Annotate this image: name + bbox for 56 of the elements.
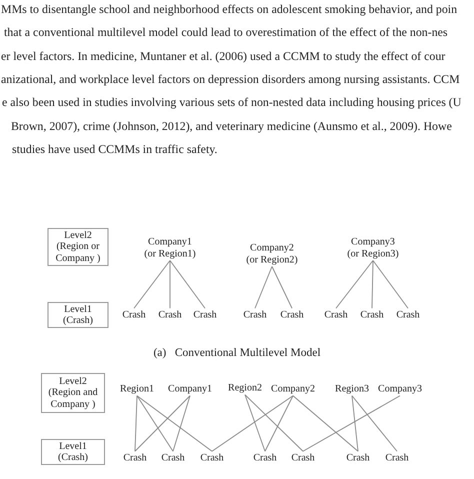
node-label: Company1 — [168, 383, 212, 395]
paragraph-line: that a conventional multilevel model could lead to overestimation of the effect of the non-nes — [4, 25, 448, 40]
level-box: Level2 (Region and Company ) — [41, 373, 105, 413]
node-label: Crash — [193, 309, 217, 321]
paragraph-line: e also been used in studies involving various sets of non-nested data including housing prices (U — [2, 95, 462, 110]
node-label: Company2 (or Region2) — [244, 242, 300, 266]
paragraph-line: studies have used CCMMs in traffic safety. — [12, 142, 218, 157]
level-box: Level1 (Crash) — [48, 302, 108, 328]
connector-line — [172, 395, 190, 452]
node-label: Crash — [253, 452, 277, 464]
connector-line — [264, 395, 294, 452]
connector-line — [372, 260, 374, 309]
node-label: Region2 — [228, 382, 262, 394]
node-label: Region3 — [335, 383, 369, 395]
node-label: Crash — [360, 309, 384, 321]
level-box: Level1 (Crash) — [41, 439, 105, 465]
connector-line — [254, 266, 272, 309]
node-label: Company1 (or Region1) — [142, 236, 198, 260]
paragraph-line: er level factors. In medicine, Muntaner et al. (2006) used a CCMM to study the effect of cour — [1, 49, 446, 64]
node-label: Company3 — [378, 383, 422, 395]
connector-line — [292, 395, 358, 452]
paragraph-line: MMs to disentangle school and neighborhood effects on adolescent smoking behavior, and poin — [1, 2, 458, 17]
connector-line — [212, 395, 294, 452]
connector-line — [272, 266, 292, 309]
node-label: Crash — [385, 452, 409, 464]
connector-line — [336, 260, 374, 309]
connector-line — [352, 395, 398, 452]
node-label: Crash — [280, 309, 304, 321]
node-label: Crash — [161, 452, 185, 464]
connector-line — [136, 395, 212, 452]
connector-line — [372, 260, 408, 309]
node-label: Region1 — [120, 383, 154, 395]
node-label: Crash — [243, 309, 267, 321]
connector-line — [136, 395, 174, 452]
node-label: Company3 (or Region3) — [345, 236, 401, 260]
connector-line — [244, 394, 304, 452]
connector-line — [134, 395, 138, 452]
node-label: Crash — [396, 309, 420, 321]
connector-line — [244, 394, 266, 452]
connector-line — [170, 260, 206, 309]
paragraph-line: anizational, and workplace level factors on depression disorders among nursing assistants. CCM — [1, 72, 460, 87]
node-label: Crash — [200, 452, 224, 464]
node-label: Crash — [123, 452, 147, 464]
node-label: Crash — [324, 309, 348, 321]
node-label: Crash — [346, 452, 370, 464]
node-label: Crash — [122, 309, 146, 321]
connector-line — [302, 395, 400, 452]
connector-line — [134, 260, 170, 309]
connector-line — [134, 395, 190, 452]
node-label: Crash — [291, 452, 315, 464]
paragraph-line: Brown, 2007), crime (Johnson, 2012), and veterinary medicine (Aunsmo et al., 2009). Howe — [11, 119, 452, 134]
connector-line — [352, 395, 358, 452]
node-label: Company2 — [271, 383, 315, 395]
figure-caption: (a) Conventional Multilevel Model — [153, 346, 321, 361]
level-box: Level2 (Region or Company ) — [48, 228, 108, 266]
node-label: Crash — [158, 309, 182, 321]
